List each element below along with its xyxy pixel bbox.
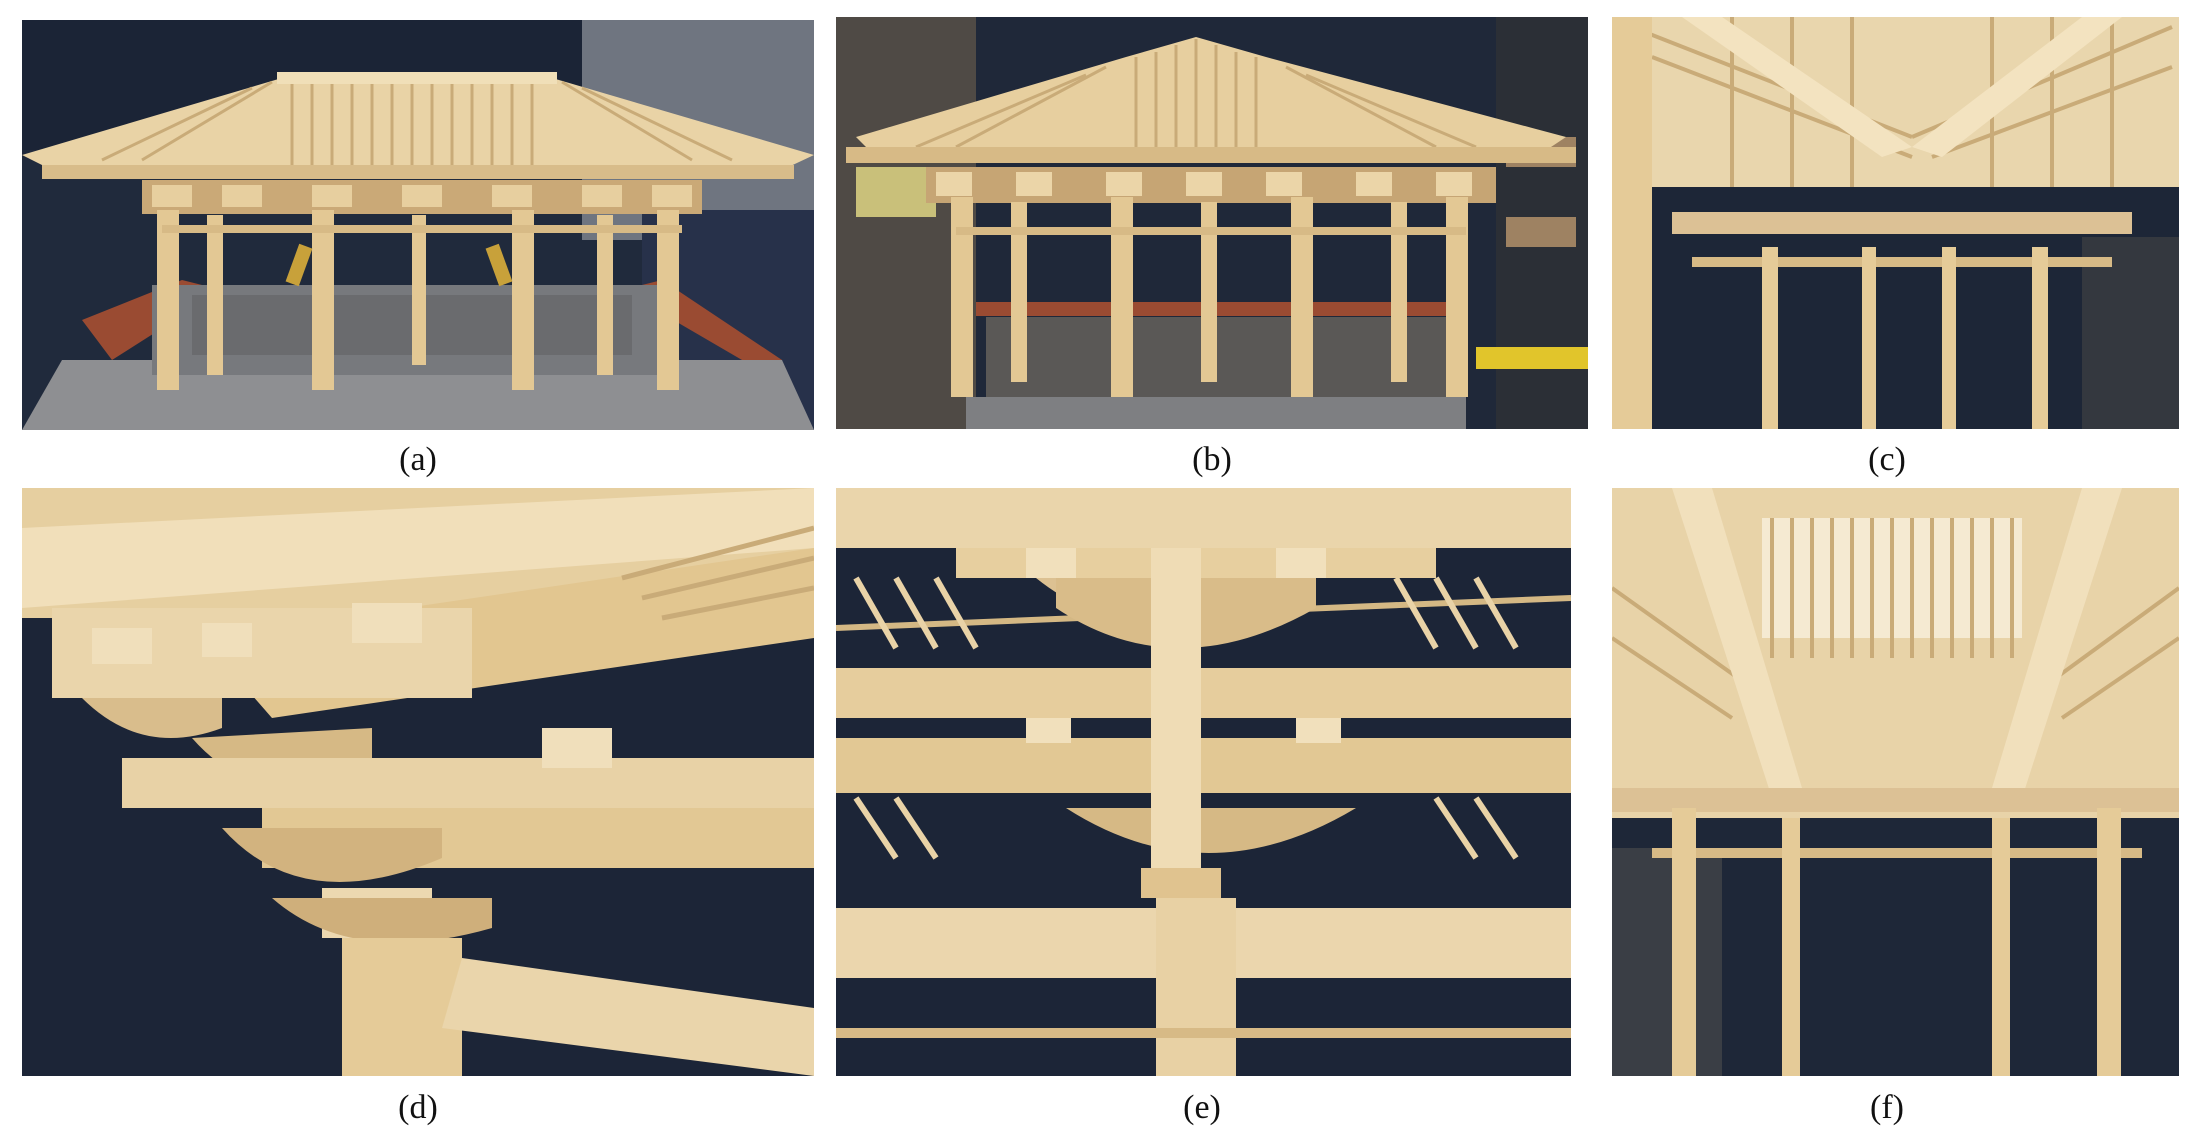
pavilion-front-photo: [22, 20, 814, 430]
bracket-set-photo: [836, 488, 1571, 1076]
photo-panel-a: [22, 20, 814, 430]
caption-e: (e): [1183, 1089, 1221, 1126]
photo-panel-e: [836, 488, 1571, 1076]
caption-a: (a): [399, 441, 437, 478]
photo-panel-f: [1612, 488, 2179, 1076]
caption-b: (b): [1192, 441, 1232, 478]
pavilion-side-photo: [836, 17, 1588, 429]
roof-underside-photo: [1612, 17, 2179, 429]
caption-f: (f): [1870, 1089, 1904, 1126]
photo-panel-d: [22, 488, 814, 1076]
corner-bracket-photo: [22, 488, 814, 1076]
ceiling-underside-photo: [1612, 488, 2179, 1076]
photo-panel-c: [1612, 17, 2179, 429]
caption-d: (d): [398, 1089, 438, 1126]
caption-c: (c): [1868, 441, 1906, 478]
photo-panel-b: [836, 17, 1588, 429]
